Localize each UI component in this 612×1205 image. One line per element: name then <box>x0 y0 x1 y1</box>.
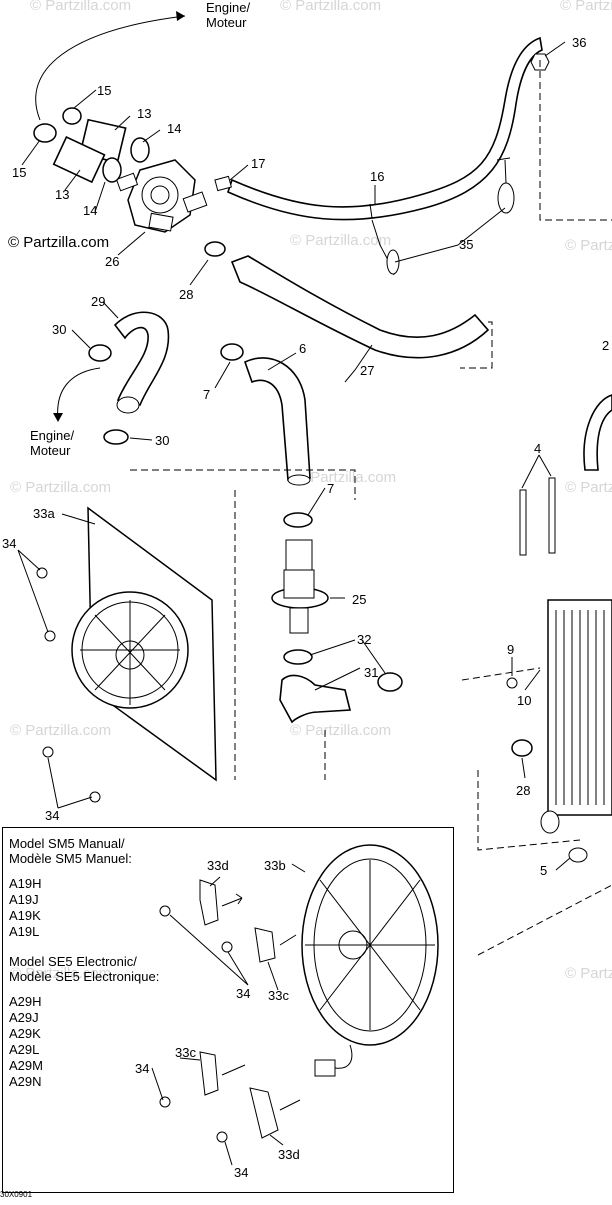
thermostat-assembly <box>271 512 403 724</box>
engine-label-line: Moteur <box>206 15 247 30</box>
model-code: A29H <box>9 994 42 1009</box>
engine-label-line: Engine/ <box>30 428 74 443</box>
callout-7: 7 <box>203 387 210 402</box>
model-group-title: Model SM5 Manual/ <box>9 836 125 851</box>
callout-6: 6 <box>299 341 306 356</box>
hose-27 <box>230 255 490 359</box>
callout-33a: 33a <box>33 506 55 521</box>
callout-33c: 33c <box>175 1045 196 1060</box>
watermark: © Partzilla.com <box>565 965 612 982</box>
fan-33b <box>301 844 439 1077</box>
watermark: © Partzilla.com <box>10 965 111 982</box>
watermark: © Partzilla.com <box>10 479 111 496</box>
callout-34: 34 <box>236 986 250 1001</box>
watermark: © Partzilla.com <box>280 0 381 14</box>
clamp-35 <box>371 159 515 276</box>
leaders <box>17 41 571 1166</box>
callout-9: 9 <box>507 642 514 657</box>
model-code: A29K <box>9 1026 41 1041</box>
callout-4: 4 <box>534 441 541 456</box>
housing-26 <box>115 159 208 233</box>
model-group-title: Model SE5 Electronic/ <box>9 954 137 969</box>
watermark: © Partzilla.com <box>10 722 111 739</box>
model-code: A19L <box>9 924 40 939</box>
document-code: 30X0901 <box>0 1190 33 1199</box>
callout-30: 30 <box>52 322 66 337</box>
callout-25: 25 <box>352 592 366 607</box>
hoses-13 <box>33 107 150 184</box>
callout-13: 13 <box>137 106 151 121</box>
model-code: A19J <box>9 892 39 907</box>
callout-35: 35 <box>459 237 473 252</box>
engine-arrow-mid: Engine/ Moteur <box>30 367 101 458</box>
model-code: A29J <box>9 1010 39 1025</box>
model-group-subtitle: Modèle SE5 Electronique: <box>9 969 160 984</box>
callout-26: 26 <box>105 254 119 269</box>
callout-7: 7 <box>327 481 334 496</box>
callout-14: 14 <box>167 121 181 136</box>
watermark: © Partzilla.com <box>560 0 612 14</box>
callout-33d: 33d <box>278 1147 300 1162</box>
callout-33b: 33b <box>264 858 286 873</box>
callout-28: 28 <box>516 783 530 798</box>
callout-36: 36 <box>572 35 586 50</box>
callout-34: 34 <box>234 1165 248 1180</box>
model-group-subtitle: Modèle SM5 Manuel: <box>9 851 132 866</box>
engine-arrow-top: Engine/ Moteur <box>35 0 250 121</box>
callout-5: 5 <box>540 863 547 878</box>
callout-30: 30 <box>155 433 169 448</box>
model-code: A19K <box>9 908 41 923</box>
fan-33a <box>71 506 217 782</box>
callout-33c: 33c <box>268 988 289 1003</box>
fitting-17 <box>214 175 232 192</box>
callout-34: 34 <box>45 808 59 823</box>
callout-29: 29 <box>91 294 105 309</box>
callout-28: 28 <box>179 287 193 302</box>
callout-27: 27 <box>360 363 374 378</box>
screws <box>36 567 518 1143</box>
engine-label-line: Engine/ <box>206 0 250 15</box>
model-code: A19H <box>9 876 42 891</box>
clamp-28 <box>204 241 226 257</box>
callout-32: 32 <box>357 632 371 647</box>
callout-16: 16 <box>370 169 384 184</box>
watermark: © Partzilla.com <box>30 0 131 14</box>
dashed-lines <box>130 60 612 956</box>
watermark: © Partzilla.com <box>290 232 391 249</box>
copyright-label: © Partzilla.com <box>8 234 109 251</box>
callout-33d: 33d <box>207 858 229 873</box>
model-code: A29M <box>9 1058 43 1073</box>
watermark: © Partzilla.com <box>295 469 396 486</box>
callout-34: 34 <box>2 536 16 551</box>
callouts: 36 15 15 13 13 14 14 17 16 35 26 28 29 3… <box>2 35 609 1180</box>
callout-15: 15 <box>97 83 111 98</box>
model-code: A29L <box>9 1042 40 1057</box>
watermark: © Partzilla.com <box>565 237 612 254</box>
callout-34: 34 <box>135 1061 149 1076</box>
callout-14: 14 <box>83 203 97 218</box>
radiator <box>511 394 612 863</box>
hose-6 <box>220 343 311 486</box>
callout-17: 17 <box>251 156 265 171</box>
hose-29 <box>88 311 170 445</box>
engine-label-line: Moteur <box>30 443 71 458</box>
brackets <box>199 879 301 1139</box>
model-applicability-box: Model SM5 Manual/ Modèle SM5 Manuel: A19… <box>2 827 454 1193</box>
model-code: A29N <box>9 1074 42 1089</box>
callout-10: 10 <box>517 693 531 708</box>
hose-16 <box>227 36 543 221</box>
callout-13: 13 <box>55 187 69 202</box>
watermark: © Partzilla.com <box>290 722 391 739</box>
callout-31: 31 <box>364 665 378 680</box>
callout-2: 2 <box>602 338 609 353</box>
watermark: © Partzilla.com <box>565 479 612 496</box>
callout-15: 15 <box>12 165 26 180</box>
